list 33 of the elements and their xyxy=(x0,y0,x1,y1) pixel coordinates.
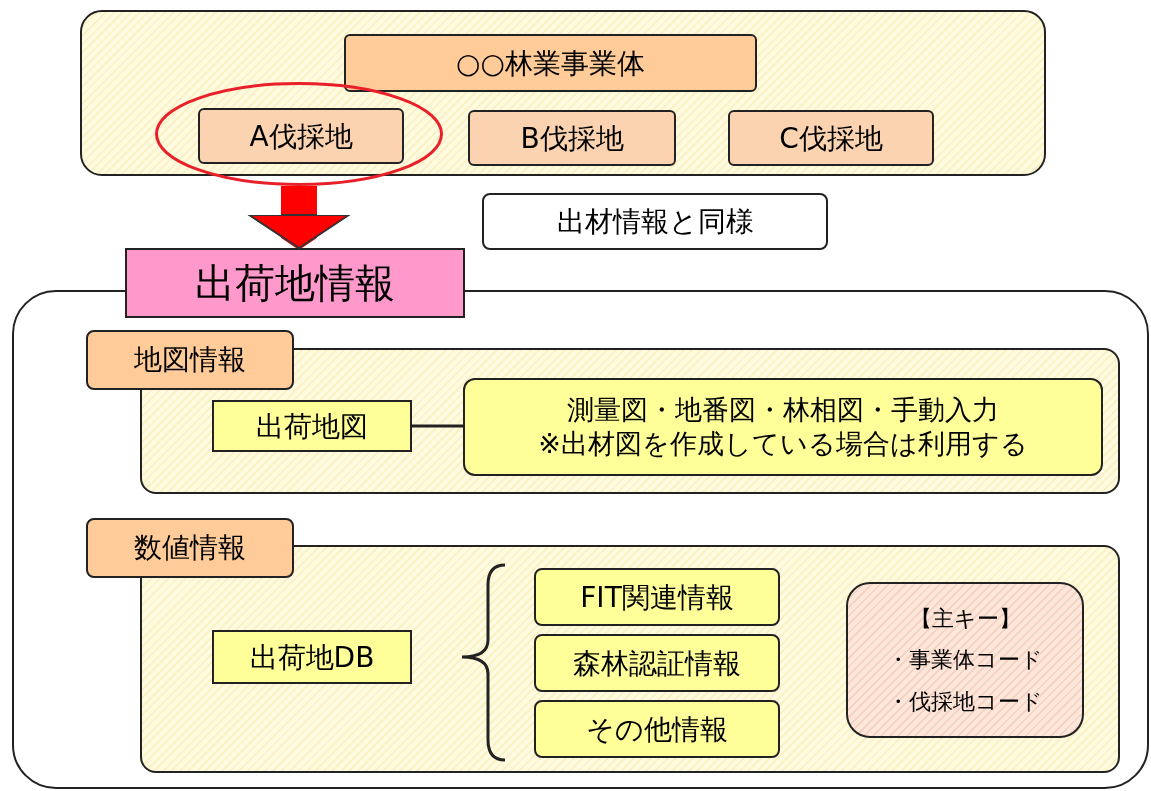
item-text: 出荷地図 xyxy=(256,408,368,444)
key-text: ・事業体コード xyxy=(887,646,1043,674)
block-arrow xyxy=(248,186,350,249)
key-text: 【主キー】 xyxy=(909,604,1021,633)
category-heading: 数値情報 xyxy=(86,518,294,578)
connector-line xyxy=(412,424,463,428)
key-text: ・伐採地コード xyxy=(887,687,1043,716)
description-text: ※出材図を作成している場合は利用する xyxy=(538,427,1028,461)
note-text: 出材情報と同様 xyxy=(556,204,754,239)
category-heading: 地図情報 xyxy=(86,330,294,390)
item-box xyxy=(534,568,780,626)
item-text: その他情報 xyxy=(586,711,728,747)
item-text: 出荷地DB xyxy=(249,639,375,675)
site-box xyxy=(198,108,404,164)
key-box xyxy=(846,582,1084,738)
section-heading: 出荷地情報 xyxy=(125,248,465,318)
note-box xyxy=(482,193,828,250)
site-box xyxy=(468,110,676,166)
site-box xyxy=(728,110,934,166)
site-text: A伐採地 xyxy=(249,118,353,154)
description-text: 測量図・地番図・林相図・手動入力 xyxy=(567,393,999,427)
item-box xyxy=(212,400,412,452)
item-box xyxy=(534,634,780,692)
item-text: FIT関連情報 xyxy=(580,579,734,615)
item-text: 森林認証情報 xyxy=(573,645,741,681)
organization-box xyxy=(344,34,757,92)
site-text: C伐採地 xyxy=(779,120,883,156)
item-box xyxy=(534,700,780,758)
group-panel xyxy=(80,10,1046,176)
site-text: B伐採地 xyxy=(520,120,624,156)
item-box xyxy=(212,630,412,684)
organization-text: ○○林業事業体 xyxy=(456,45,645,81)
description-box xyxy=(463,378,1103,476)
